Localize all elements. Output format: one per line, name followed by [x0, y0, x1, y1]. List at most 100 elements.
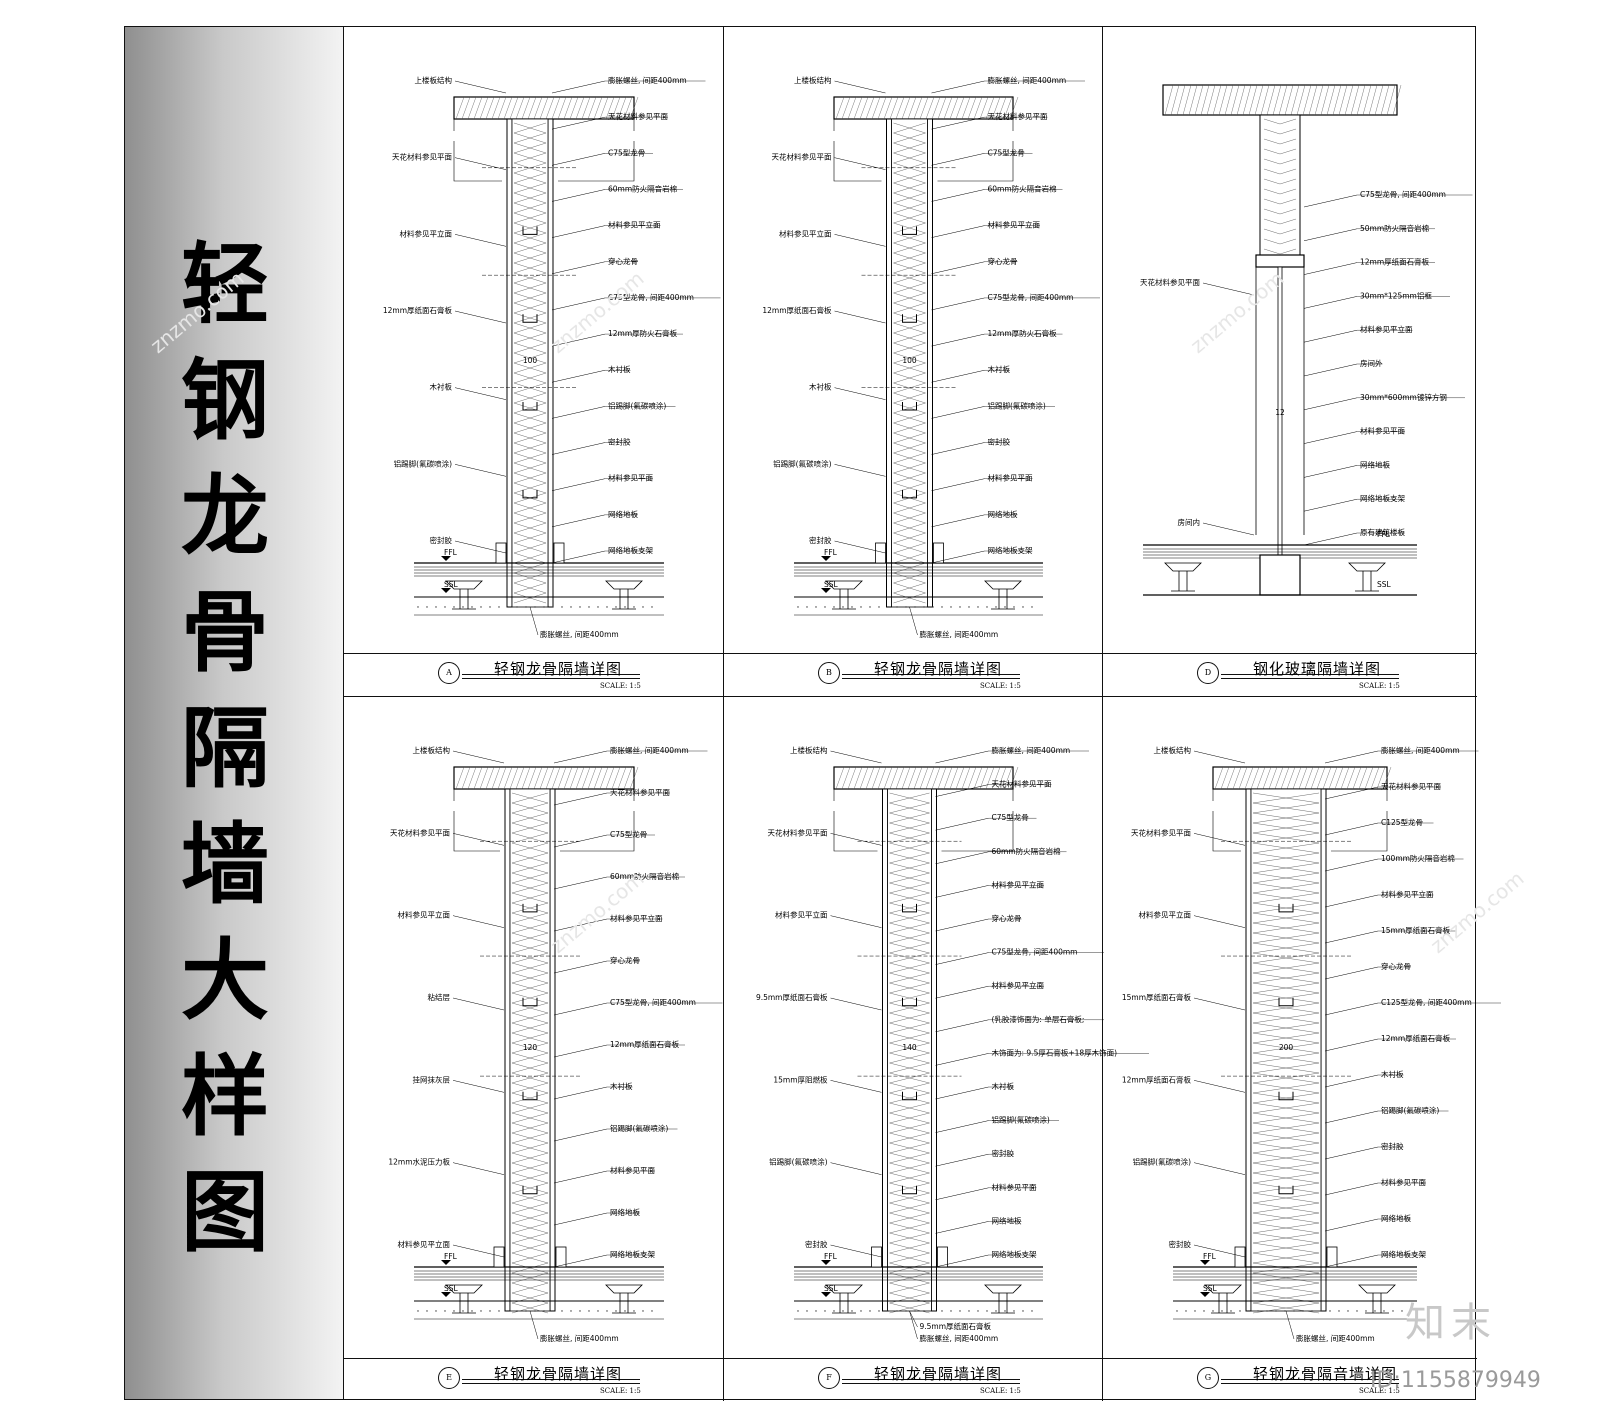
annotation-label-right: 穿心龙骨 — [610, 955, 640, 965]
detail-id-bubble: D — [1197, 662, 1219, 684]
title-underline-thin — [462, 1383, 640, 1384]
floor-pedestal — [1358, 1284, 1396, 1314]
title-underline — [842, 674, 1020, 675]
annotation-label-right: 木衬板 — [1381, 1069, 1404, 1079]
annotation-label-left: 上楼板结构 — [1154, 745, 1192, 755]
annotation-label-left: 密封胶 — [1169, 1239, 1192, 1249]
annotation-label-right: 材料参见平立面 — [1360, 324, 1413, 334]
upper-slab — [1162, 84, 1398, 116]
annotation-label-left: 12mm厚纸面石膏板 — [762, 305, 832, 315]
annotation-label-left: 12mm水泥压力板 — [388, 1157, 450, 1167]
annotation-label-right: 网络地板支架 — [992, 1249, 1037, 1259]
skirting-left — [871, 1246, 882, 1268]
annotation-label-right: C75型龙骨, 间距400mm — [608, 292, 694, 302]
annotation-label-left: 天花材料参见平面 — [1140, 277, 1200, 287]
gypsum-board-left — [882, 788, 888, 1312]
floor-pedestal — [825, 580, 863, 610]
annotation-label-right: 铝踢脚(氟碳喷涂) — [610, 1123, 668, 1133]
ffl-marker: FFL — [824, 548, 838, 557]
side-title-char: 轻 — [180, 233, 269, 336]
annotation-label-left: 15mm厚阻燃板 — [773, 1074, 828, 1084]
skirting-right — [555, 1246, 567, 1268]
gypsum-board-right — [931, 788, 937, 1312]
annotation-label-right: 材料参见平面 — [992, 1182, 1037, 1192]
title-underline — [462, 1379, 640, 1380]
detail-id-bubble: E — [438, 1367, 460, 1389]
annotation-label-right: C75型龙骨, 间距400mm — [610, 997, 696, 1007]
annotation-label-right: 天花材料参见平面 — [1381, 781, 1441, 791]
annotation-label-left: 房间内 — [1178, 517, 1201, 527]
annotation-label-right: 网络地板 — [992, 1215, 1022, 1225]
annotation-label-left: 上楼板结构 — [794, 75, 832, 85]
annotation-label-right: 材料参见平立面 — [988, 220, 1041, 230]
side-title-char: 墙 — [180, 813, 269, 916]
panel-title: 轻钢龙骨隔音墙详图 — [1253, 1365, 1398, 1383]
skirting-right — [553, 542, 565, 564]
annotation-label-right: 膨胀螺丝, 间距400mm — [1381, 745, 1460, 755]
annotation-label-right: 材料参见平立面 — [992, 980, 1045, 990]
annotation-label-left: 铝踢脚(氟碳喷涂) — [769, 1157, 827, 1167]
floor-pedestal — [445, 1284, 483, 1314]
annotation-label-right: C75型龙骨, 间距400mm — [992, 947, 1078, 957]
annotation-label-bottom: 9.5mm厚纸面石膏板 — [920, 1321, 992, 1331]
annotation-label-left: 天花材料参见平面 — [390, 827, 450, 837]
annotation-label-right: 木饰面为: 9.5厚石膏板+18厚木饰面) — [992, 1047, 1118, 1057]
annotation-label-right: 材料参见平立面 — [992, 879, 1045, 889]
annotation-label-right: 密封胶 — [992, 1148, 1015, 1158]
gypsum-board-left — [506, 118, 513, 608]
annotation-label-left: 铝踢脚(氟碳喷涂) — [773, 458, 831, 468]
insulation-core — [1250, 788, 1322, 1312]
annotation-label-right: 铝踢脚(氟碳喷涂) — [1381, 1105, 1439, 1115]
annotation-label-right: 铝踢脚(氟碳喷涂) — [608, 400, 666, 410]
annotation-label-right: 12mm厚纸面石膏板 — [1360, 257, 1430, 267]
annotation-label-left: 铝踢脚(氟碳喷涂) — [1133, 1157, 1191, 1167]
detail-id-bubble: B — [818, 662, 840, 684]
brand-watermark: 知末 — [1405, 1300, 1497, 1346]
gypsum-board-right — [1320, 788, 1327, 1312]
annotation-label-right: 网络地板 — [988, 509, 1018, 519]
skirting-right — [937, 1246, 948, 1268]
annotation-label-right: 网络地板 — [610, 1207, 640, 1217]
panel-scale: SCALE: 1:5 — [980, 1387, 1021, 1395]
side-title-char: 大 — [180, 929, 269, 1032]
ssl-marker: SSL — [444, 1284, 459, 1293]
annotation-label-right: 网络地板 — [1381, 1213, 1411, 1223]
annotation-label-left: 木衬板 — [430, 382, 453, 392]
annotation-label-right: 房间外 — [1360, 358, 1383, 368]
ffl-marker: FFL — [444, 1252, 458, 1261]
annotation-label-right: 木衬板 — [988, 364, 1011, 374]
annotation-label-right: 60mm防火隔音岩棉 — [608, 183, 677, 193]
annotation-label-right: C75型龙骨 — [610, 829, 647, 839]
annotation-label-right: 12mm厚纸面石膏板 — [1381, 1033, 1451, 1043]
annotation-label-left: 材料参见平立面 — [1139, 910, 1192, 920]
annotation-label-right: 材料参见平面 — [1360, 426, 1405, 436]
floor-pedestal — [984, 580, 1022, 610]
title-underline — [842, 1379, 1020, 1380]
annotation-label-left: 9.5mm厚纸面石膏板 — [756, 992, 828, 1002]
dimension-label: 100 — [523, 356, 538, 365]
ffl-marker: FFL — [1377, 530, 1391, 539]
annotation-label-right: 网络地板 — [608, 509, 638, 519]
ffl-marker: FFL — [1203, 1252, 1217, 1261]
floor-pedestal — [605, 1284, 643, 1314]
image-id-label: ID:1155879949 — [1370, 1368, 1541, 1393]
annotation-label-right: 网络地板支架 — [1381, 1249, 1426, 1259]
side-title-char: 样 — [180, 1045, 269, 1148]
floor-pedestal — [1204, 1284, 1242, 1314]
annotation-label-right: 穿心龙骨 — [1381, 961, 1411, 971]
annotation-label-right: 膨胀螺丝, 间距400mm — [988, 75, 1067, 85]
panel-title: 轻钢龙骨隔墙详图 — [874, 660, 1003, 678]
panel-title: 钢化玻璃隔墙详图 — [1253, 660, 1382, 678]
dimension-label: 12 — [1275, 408, 1285, 417]
